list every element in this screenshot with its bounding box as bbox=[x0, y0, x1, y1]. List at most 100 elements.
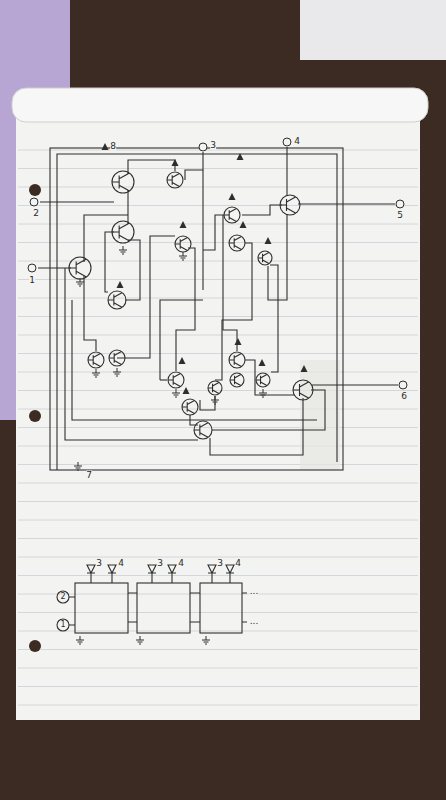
transistor-body bbox=[229, 235, 245, 251]
transistor-body bbox=[175, 236, 191, 252]
transistor-body bbox=[167, 172, 183, 188]
ruled-line bbox=[18, 612, 418, 613]
wire bbox=[298, 203, 395, 204]
supply-arrow bbox=[301, 365, 308, 372]
transistor-leads bbox=[168, 374, 180, 387]
ruled-line bbox=[18, 686, 418, 687]
transistor-leads bbox=[182, 401, 194, 414]
led-symbol bbox=[87, 565, 95, 583]
ruled-line bbox=[18, 649, 418, 650]
wire bbox=[65, 268, 198, 440]
supply-arrow bbox=[172, 159, 179, 166]
chain-label: 4 bbox=[235, 559, 241, 568]
ground-symbol bbox=[76, 278, 84, 286]
block-box bbox=[75, 583, 128, 633]
supply-arrow bbox=[265, 237, 272, 244]
transistor-leads bbox=[88, 354, 100, 367]
ruled-line bbox=[18, 353, 418, 354]
chain-label: ... bbox=[250, 587, 259, 596]
ground-symbol bbox=[172, 389, 180, 397]
transistor-symbol bbox=[175, 236, 191, 252]
supply-arrow bbox=[183, 387, 190, 394]
pin-terminal bbox=[396, 200, 404, 208]
diode-path bbox=[208, 565, 216, 583]
transistor-leads bbox=[256, 374, 267, 385]
wire bbox=[212, 390, 325, 430]
ground-symbol bbox=[179, 252, 187, 260]
transistor-symbol bbox=[167, 172, 183, 188]
ruled-line bbox=[18, 316, 418, 317]
transistor-symbol bbox=[182, 399, 198, 415]
transistor-leads bbox=[224, 209, 236, 222]
transistors bbox=[28, 138, 407, 644]
transistor-symbol bbox=[112, 221, 134, 243]
punch-hole bbox=[29, 410, 41, 422]
ruled-line bbox=[18, 631, 418, 632]
transistor-body bbox=[256, 373, 270, 387]
ruled-line bbox=[18, 483, 418, 484]
background-paper bbox=[300, 0, 446, 60]
transistor-leads bbox=[280, 197, 296, 213]
binding-roll bbox=[12, 88, 428, 122]
ruled-line bbox=[18, 335, 418, 336]
diode-path bbox=[108, 565, 116, 583]
led-symbol bbox=[226, 565, 234, 583]
wire bbox=[38, 267, 71, 268]
ground-symbol bbox=[202, 636, 210, 644]
transistor-leads bbox=[208, 382, 219, 393]
ruled-line bbox=[18, 705, 418, 706]
chain-label: 3 bbox=[96, 559, 102, 568]
ground-symbol bbox=[74, 462, 82, 470]
transistor-body bbox=[109, 350, 125, 366]
ruled-line bbox=[18, 409, 418, 410]
chain-label: 4 bbox=[178, 559, 184, 568]
wire bbox=[176, 248, 195, 371]
ground-symbol bbox=[136, 636, 144, 644]
transistor-symbol bbox=[69, 257, 91, 279]
ruled-line bbox=[18, 372, 418, 373]
ruled-line bbox=[18, 538, 418, 539]
transistor-symbol bbox=[256, 373, 270, 387]
wiring bbox=[38, 147, 398, 455]
ruled-line bbox=[18, 205, 418, 206]
notepad-page bbox=[16, 100, 420, 720]
chain-label: 3 bbox=[217, 559, 223, 568]
transistor-body bbox=[194, 421, 212, 439]
supply-arrow bbox=[235, 338, 242, 345]
pin-number: 5 bbox=[397, 211, 403, 220]
transistor-leads bbox=[230, 374, 241, 385]
transistor-body bbox=[69, 257, 91, 279]
transistor-body bbox=[208, 381, 222, 395]
pin-terminal bbox=[199, 143, 207, 151]
ruled-line bbox=[18, 501, 418, 502]
supply-arrow bbox=[259, 359, 266, 366]
wire bbox=[160, 379, 167, 380]
inner-outline bbox=[57, 154, 337, 470]
ruled-line bbox=[18, 668, 418, 669]
ruled-line bbox=[18, 224, 418, 225]
transistor-leads bbox=[293, 382, 309, 398]
chain-label: ... bbox=[250, 617, 259, 626]
pin-number: 8 bbox=[110, 142, 116, 151]
block-box bbox=[137, 583, 190, 633]
supply-arrow bbox=[237, 153, 244, 160]
wire bbox=[84, 215, 128, 262]
led-symbol bbox=[168, 565, 176, 583]
chain-label: 4 bbox=[118, 559, 124, 568]
ruled-line bbox=[18, 557, 418, 558]
chain-label: 2 bbox=[60, 593, 65, 601]
supply-arrow bbox=[180, 221, 187, 228]
transistor-body bbox=[293, 380, 313, 400]
transistor-leads bbox=[112, 173, 129, 191]
ruled-line bbox=[18, 594, 418, 595]
transistor-body bbox=[229, 352, 245, 368]
wire bbox=[40, 201, 114, 202]
block-box bbox=[200, 583, 242, 633]
chain-label: 1 bbox=[60, 621, 65, 629]
transistor-body bbox=[112, 221, 134, 243]
transistor-symbol bbox=[88, 352, 104, 368]
ruled-line bbox=[18, 390, 418, 391]
wire bbox=[202, 170, 203, 290]
